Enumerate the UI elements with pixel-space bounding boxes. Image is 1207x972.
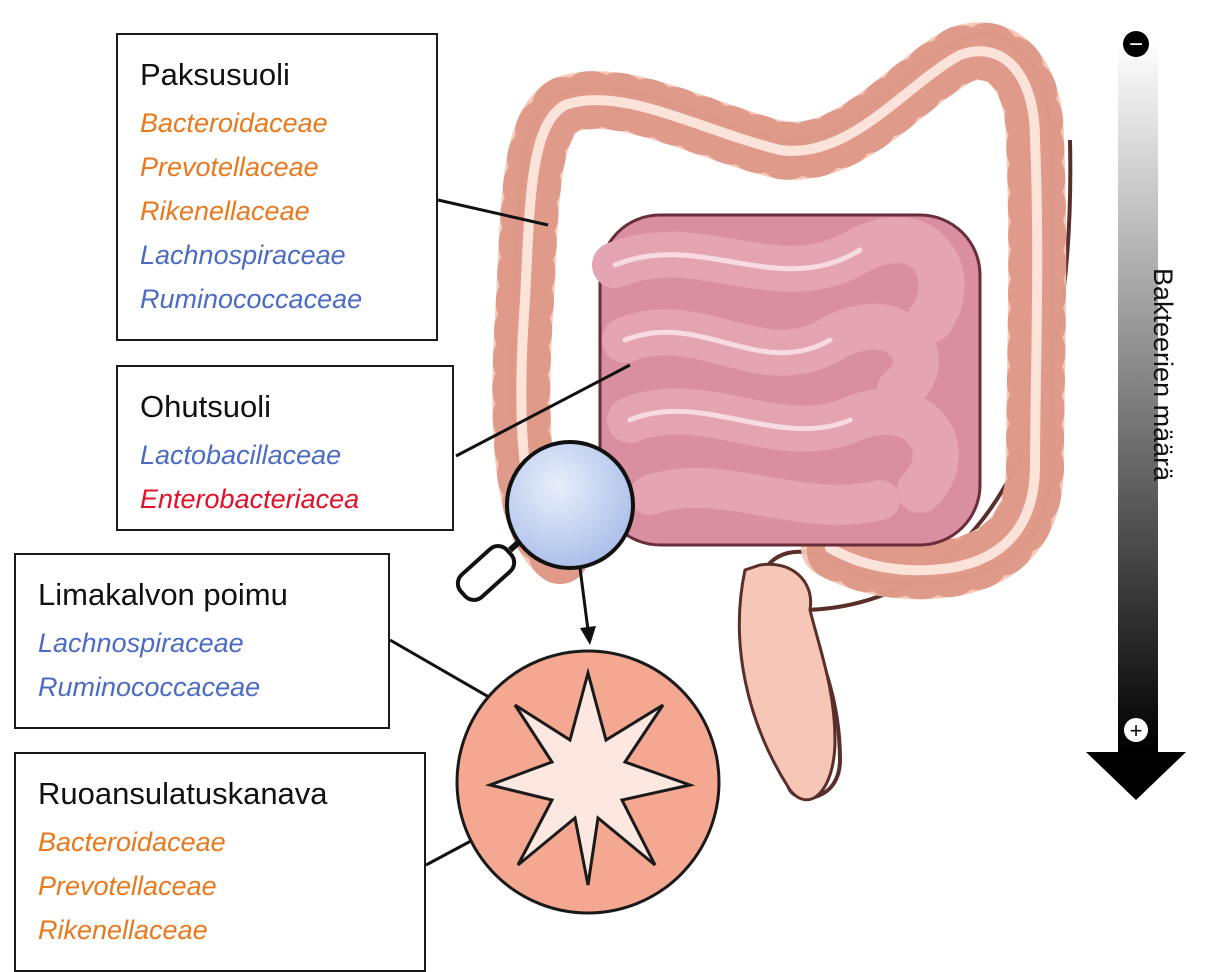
panel-title: Ruoansulatuskanava [38,776,402,812]
bacteria-family: Prevotellaceae [140,145,414,189]
bacteria-family: Ruminococcaceae [140,277,414,321]
bacteria-family: Prevotellaceae [38,864,402,908]
bacteria-family: Lachnospiraceae [38,621,366,665]
zoom-arrow [580,568,588,630]
plus-symbol: + [1130,718,1143,743]
magnifier-icon [453,442,633,605]
panel-title: Paksusuoli [140,57,414,93]
cross-section [457,651,719,913]
bacteria-family: Bacteroidaceae [38,820,402,864]
bacteria-family: Lactobacillaceae [140,433,430,477]
bacteria-family: Bacteroidaceae [140,101,414,145]
bacteria-family: Enterobacteriacea [140,477,430,521]
minus-symbol: − [1129,31,1143,58]
small-intestine [600,215,980,545]
bacteria-family: Rikenellaceae [140,189,414,233]
bacteria-family: Ruminococcaceae [38,665,366,709]
panel-title: Ohutsuoli [140,389,430,425]
panel-title: Limakalvon poimu [38,577,366,613]
bacteria-family: Lachnospiraceae [140,233,414,277]
bacteria-family: Rikenellaceae [38,908,402,952]
gradient-scale-label: Bakteerien määrä [1138,268,1178,688]
zoom-arrow-head [580,626,596,645]
